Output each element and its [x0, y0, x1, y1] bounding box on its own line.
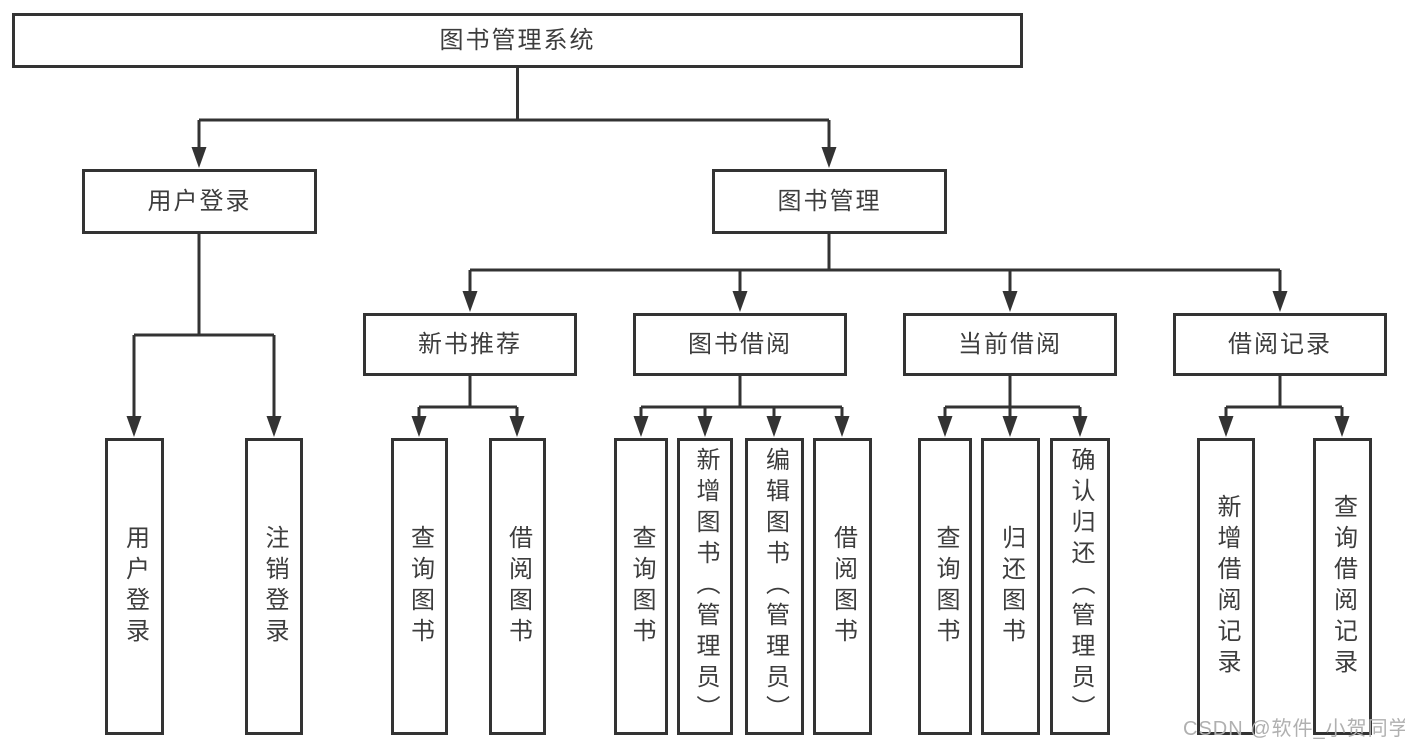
- leaf-borrow-books-2: 借阅图书: [813, 438, 872, 735]
- leaf-user-login-label: 用户登录: [121, 524, 149, 649]
- node-borrow-records: 借阅记录: [1173, 313, 1387, 376]
- leaf-user-login: 用户登录: [105, 438, 164, 735]
- node-book-borrow: 图书借阅: [633, 313, 847, 376]
- leaf-query-borrow-record: 查询借阅记录: [1313, 438, 1372, 735]
- leaf-borrow-books-1-label: 借阅图书: [504, 524, 532, 649]
- node-book-borrow-label: 图书借阅: [688, 330, 792, 358]
- leaf-borrow-books-1: 借阅图书: [489, 438, 546, 735]
- leaf-query-books-2: 查询图书: [614, 438, 668, 735]
- leaf-query-borrow-record-label: 查询借阅记录: [1329, 493, 1357, 680]
- leaf-query-books-3-label: 查询图书: [932, 524, 959, 649]
- watermark: CSDN @软件_小贺同学: [1183, 718, 1405, 740]
- node-borrow-records-label: 借阅记录: [1228, 330, 1332, 358]
- leaf-add-books-admin-label: 新增图书（管理员）: [692, 447, 719, 726]
- node-new-book-recommend: 新书推荐: [363, 313, 577, 376]
- node-root-label: 图书管理系统: [439, 26, 596, 54]
- node-book-management: 图书管理: [712, 169, 947, 234]
- leaf-logout-label: 注销登录: [261, 524, 288, 649]
- leaf-return-books-label: 归还图书: [997, 524, 1025, 649]
- leaf-query-books-2-label: 查询图书: [628, 524, 655, 649]
- leaf-query-books-1: 查询图书: [391, 438, 448, 735]
- node-user-login: 用户登录: [82, 169, 317, 234]
- node-current-borrow-label: 当前借阅: [958, 330, 1062, 358]
- leaf-logout: 注销登录: [245, 438, 303, 735]
- node-book-management-label: 图书管理: [777, 187, 882, 215]
- node-current-borrow: 当前借阅: [903, 313, 1117, 376]
- leaf-edit-books-admin: 编辑图书（管理员）: [745, 438, 804, 735]
- leaf-add-borrow-record-label: 新增借阅记录: [1213, 493, 1240, 680]
- leaf-confirm-return-admin: 确认归还（管理员）: [1050, 438, 1110, 735]
- node-user-login-label: 用户登录: [147, 187, 252, 215]
- leaf-return-books: 归还图书: [981, 438, 1040, 735]
- leaf-add-books-admin: 新增图书（管理员）: [677, 438, 733, 735]
- leaf-edit-books-admin-label: 编辑图书（管理员）: [761, 447, 789, 726]
- node-root: 图书管理系统: [12, 13, 1023, 68]
- leaf-borrow-books-2-label: 借阅图书: [829, 524, 857, 649]
- leaf-query-books-1-label: 查询图书: [406, 524, 434, 649]
- leaf-confirm-return-admin-label: 确认归还（管理员）: [1067, 447, 1094, 726]
- node-new-book-recommend-label: 新书推荐: [418, 330, 522, 358]
- arrowheads: [126, 147, 1350, 437]
- leaf-add-borrow-record: 新增借阅记录: [1197, 438, 1255, 735]
- leaf-query-books-3: 查询图书: [918, 438, 972, 735]
